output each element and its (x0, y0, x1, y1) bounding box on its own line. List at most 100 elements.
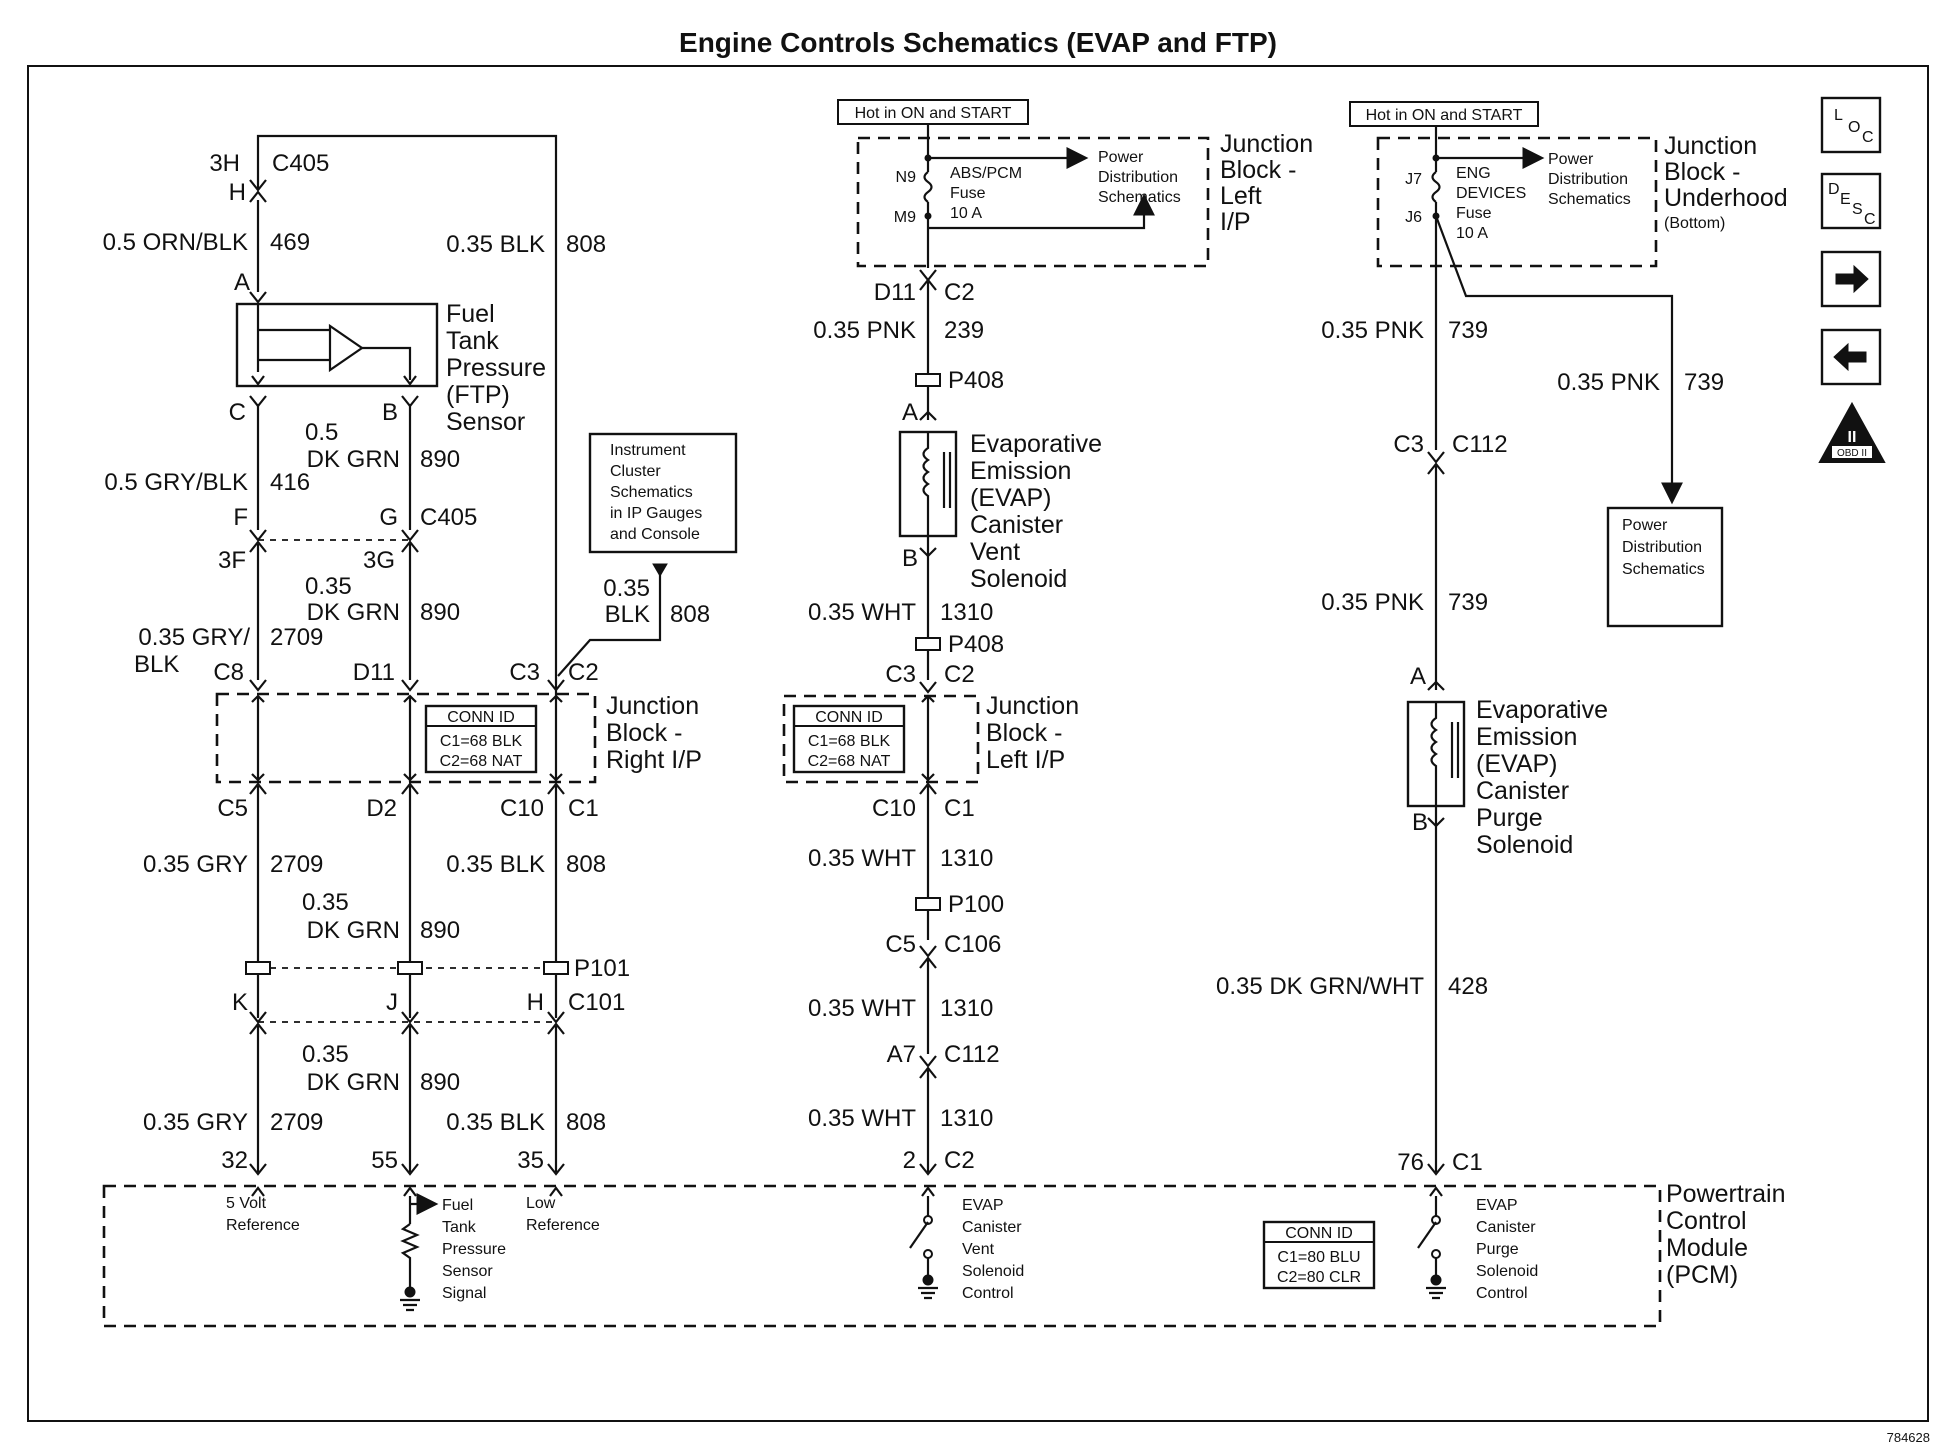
conn-label: C2 (568, 659, 599, 686)
pin-label: K (232, 989, 248, 1016)
svg-text:Signal: Signal (442, 1285, 486, 1302)
hot-label-box (1349, 101, 1539, 127)
previous-page-arrow-icon[interactable] (1820, 328, 1882, 386)
svg-text:Purge: Purge (1476, 1241, 1519, 1258)
pin-label: A (1410, 663, 1426, 690)
svg-text:S: S (1852, 201, 1863, 218)
circuit-number: 808 (670, 601, 710, 628)
conn-label: C1 (568, 795, 599, 822)
wire-label: 0.5 (305, 419, 338, 446)
wire-label: 0.35 BLK (446, 851, 545, 878)
pin-label: 3G (363, 547, 395, 574)
svg-text:Schematics: Schematics (1622, 561, 1705, 578)
circuit-number: 808 (566, 231, 606, 258)
circuit-number: 890 (420, 917, 460, 944)
svg-text:Solenoid: Solenoid (962, 1263, 1024, 1280)
svg-text:L: L (1834, 107, 1843, 124)
evap-vent-solenoid-label: Evaporative Emission (EVAP) Canister Ven… (970, 430, 1102, 593)
circuit-number: 808 (566, 1109, 606, 1136)
conn-label: C405 (420, 504, 477, 531)
svg-text:D: D (1828, 181, 1840, 198)
pin-label: B (902, 545, 918, 572)
pin-label: M9 (894, 209, 916, 226)
eng-devices-fuse-label: ENG DEVICES Fuse 10 A (1456, 165, 1526, 242)
obd-ii-icon[interactable]: II OBD II (1818, 401, 1886, 463)
conn-id-box: CONN ID C1=68 BLK C2=68 NAT (792, 704, 906, 774)
svg-text:5 Volt: 5 Volt (226, 1195, 267, 1212)
svg-text:Power: Power (1622, 517, 1668, 534)
wire-label: BLK (605, 601, 650, 628)
instrument-cluster-note-text: Instrument Cluster Schematics in IP Gaug… (610, 442, 702, 543)
svg-text:Distribution: Distribution (1548, 171, 1628, 188)
ftp-sensor-box (235, 302, 439, 388)
circuit-number: 1310 (940, 1105, 993, 1132)
pin-label: G (379, 504, 398, 531)
vent-circuit: Hot in ON and START N9 M9 ABS/PCM Fuse 1… (782, 99, 1313, 1176)
svg-text:ABS/PCM: ABS/PCM (950, 165, 1022, 182)
circuit-number: 2709 (270, 1109, 323, 1136)
conn-label: C405 (272, 150, 329, 177)
conn-label: C3 (885, 661, 916, 688)
wire-label: DK GRN (307, 599, 400, 626)
loc-icon[interactable]: L O C (1820, 96, 1882, 154)
conn-label: 3H (209, 150, 240, 177)
power-distribution-ref: Power Distribution Schematics (1548, 151, 1631, 208)
wire-label: BLK (134, 651, 179, 678)
svg-text:C: C (1864, 211, 1876, 228)
svg-text:Distribution: Distribution (1098, 169, 1178, 186)
conn-label: C101 (568, 989, 625, 1016)
pin-label: B (382, 399, 398, 426)
power-distribution-box-text: Power Distribution Schematics (1622, 517, 1705, 578)
svg-text:Sensor: Sensor (442, 1263, 493, 1280)
junction-block-left-ip-mid-label: Junction Block - Left I/P (986, 692, 1079, 774)
wire-label: 0.35 WHT (808, 1105, 916, 1132)
wire-label: 0.35 BLK (446, 231, 545, 258)
svg-text:Block -: Block - (1220, 156, 1296, 184)
svg-text:Block -: Block - (986, 719, 1062, 747)
svg-text:Left I/P: Left I/P (986, 746, 1065, 774)
conn-label: C10 (500, 795, 544, 822)
circuit-number: 1310 (940, 599, 993, 626)
svg-text:Powertrain: Powertrain (1666, 1180, 1786, 1208)
svg-text:Distribution: Distribution (1622, 539, 1702, 556)
conn-label: C1 (944, 795, 975, 822)
desc-icon[interactable]: D E S C (1820, 172, 1882, 230)
svg-text:(EVAP): (EVAP) (970, 484, 1052, 512)
conn-label: D11 (353, 659, 395, 686)
circuit-number: 739 (1448, 589, 1488, 616)
wire-label: 0.35 (305, 573, 352, 600)
purge-control-label: EVAP Canister Purge Solenoid Control (1476, 1197, 1538, 1302)
wire-label: 0.35 PNK (1557, 369, 1660, 396)
svg-text:DEVICES: DEVICES (1456, 185, 1526, 202)
wire-label: 0.35 WHT (808, 845, 916, 872)
svg-text:Fuel: Fuel (442, 1197, 473, 1214)
hot-label: Hot in ON and START (855, 105, 1012, 122)
svg-text:Evaporative: Evaporative (970, 430, 1102, 458)
conn-id-box: CONN ID C1=80 BLU C2=80 CLR (1262, 1220, 1376, 1290)
splice-label: P101 (574, 955, 630, 982)
svg-text:E: E (1840, 191, 1851, 208)
pin-label: J7 (1405, 171, 1422, 188)
wire-label: 0.35 PNK (1321, 317, 1424, 344)
splice-label: P408 (948, 631, 1004, 658)
hot-label: Hot in ON and START (1366, 107, 1523, 124)
pcm-label: Powertrain Control Module (PCM) (1666, 1180, 1786, 1289)
conn-label: C112 (1452, 431, 1508, 458)
circuit-number: 416 (270, 469, 310, 496)
pin-label: B (1412, 809, 1428, 836)
svg-text:Junction: Junction (1220, 130, 1313, 158)
power-distribution-ref: Power Distribution Schematics (1098, 149, 1181, 206)
pin-label: A (234, 269, 250, 296)
wire-label: DK GRN (307, 917, 400, 944)
svg-text:Evaporative: Evaporative (1476, 696, 1608, 724)
svg-text:Reference: Reference (526, 1217, 600, 1234)
conn-label: C2 (944, 661, 975, 688)
pin-label: J (386, 989, 398, 1016)
svg-text:Schematics: Schematics (610, 484, 693, 501)
splice-label: P408 (948, 367, 1004, 394)
svg-text:Junction: Junction (986, 692, 1079, 720)
next-page-arrow-icon[interactable] (1820, 250, 1882, 308)
conn-label: C2 (944, 279, 975, 306)
svg-text:Canister: Canister (962, 1219, 1022, 1236)
svg-text:Schematics: Schematics (1098, 189, 1181, 206)
